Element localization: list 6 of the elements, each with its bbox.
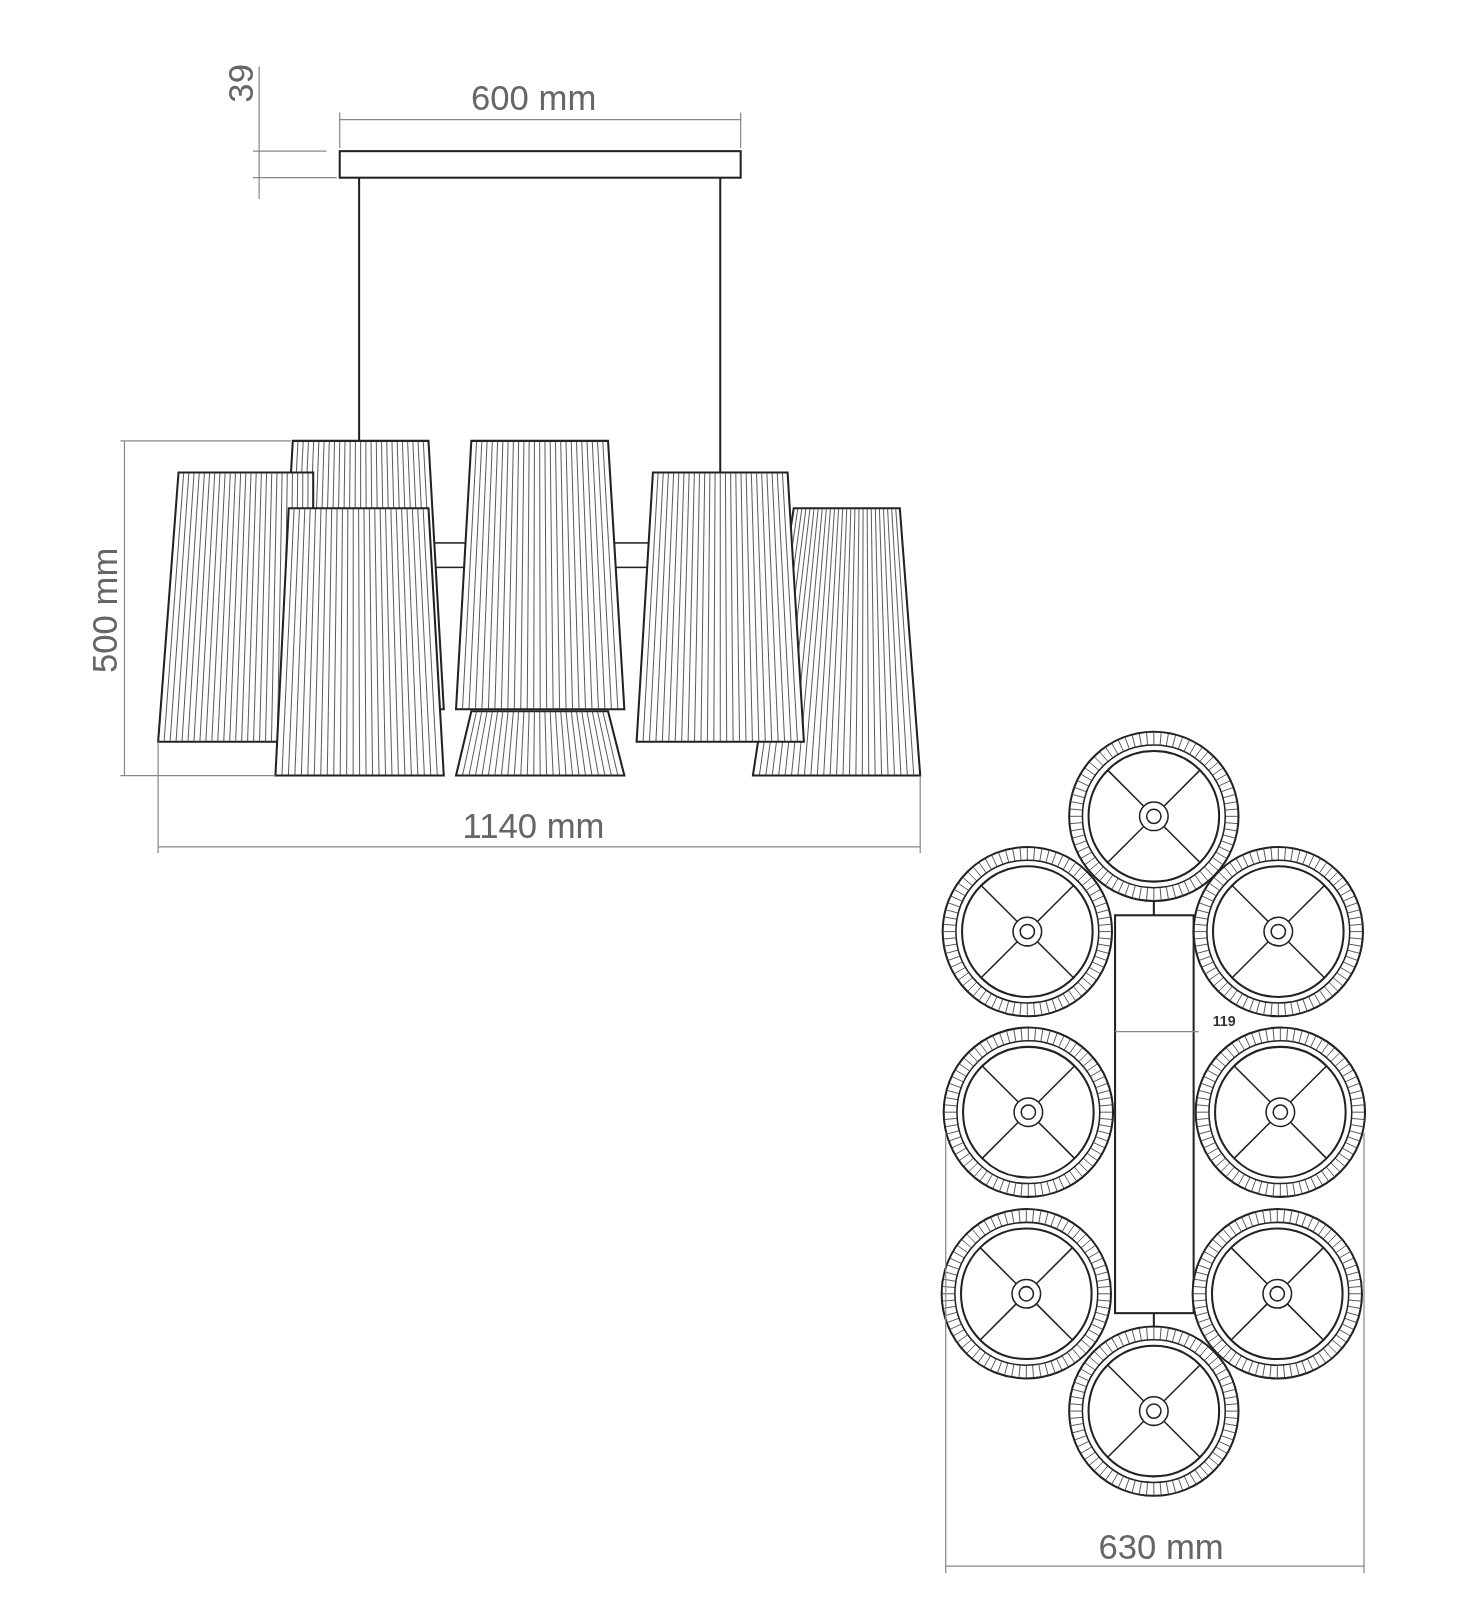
dimension-label: 600 mm [471, 81, 597, 117]
dimension-label: 500 mm [87, 547, 123, 673]
dimension-label: 39 [224, 64, 259, 103]
dimension-label: 119 [1212, 1014, 1236, 1029]
dimension-label: 630 mm [1098, 1530, 1224, 1565]
dimension-label: 1140 mm [462, 808, 605, 844]
